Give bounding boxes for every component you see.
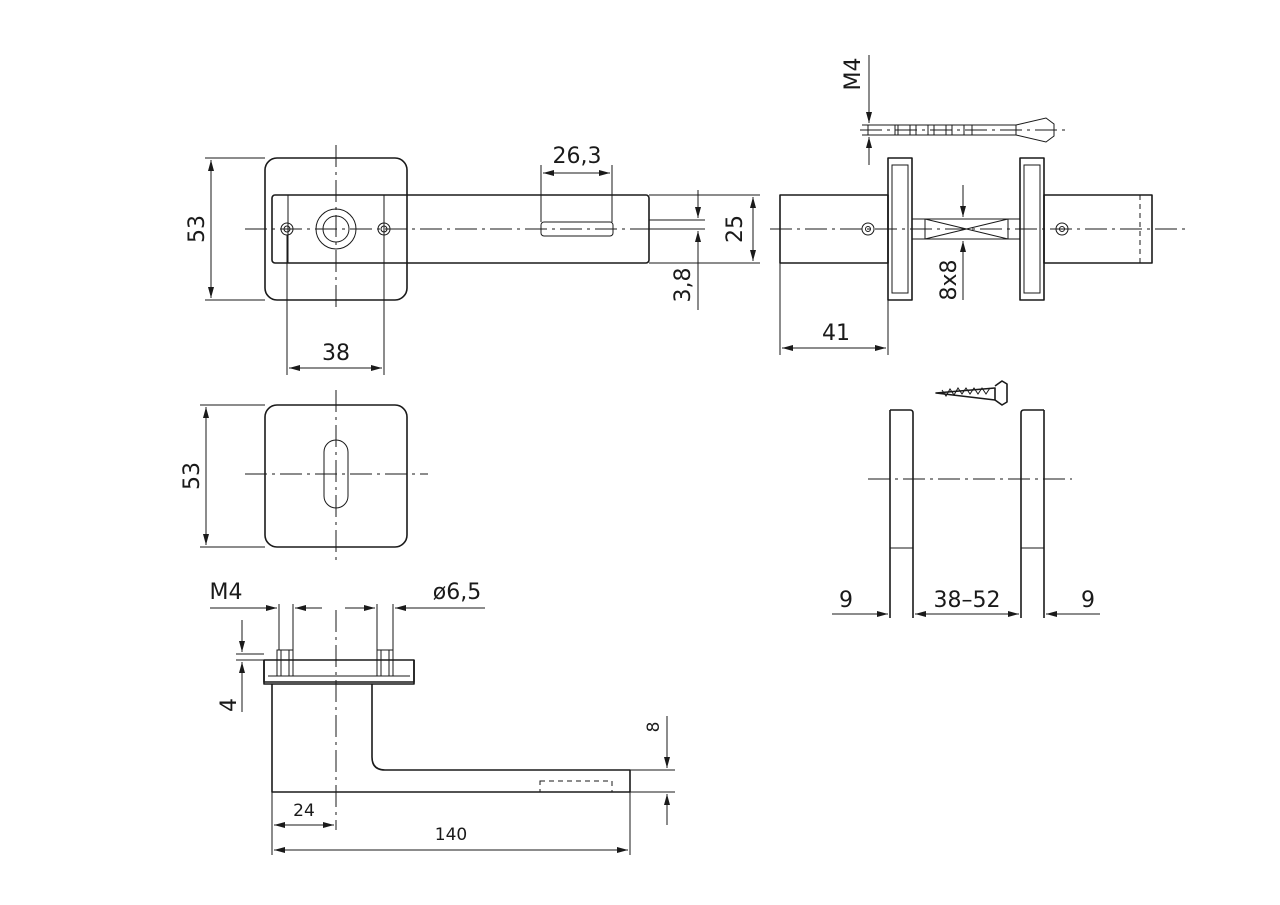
dim-lever-offset: 24 bbox=[293, 801, 315, 821]
dim-lever-height: 25 bbox=[723, 215, 748, 243]
dim-hole-spacing: 38 bbox=[322, 341, 350, 366]
dim-side-thread: M4 bbox=[841, 58, 866, 91]
machine-screw-icon: M4 bbox=[841, 55, 1070, 165]
dim-lever-thickness: 8 bbox=[644, 722, 664, 733]
front-view: 53 26,3 25 3,8 38 bbox=[185, 144, 760, 375]
dim-rose-height-top: 53 bbox=[185, 215, 210, 243]
lever-top-view: M4 ø6,5 4 8 24 140 bbox=[210, 580, 675, 855]
dim-rose-height-bottom: 53 bbox=[180, 462, 205, 490]
dim-offset: 3,8 bbox=[671, 268, 696, 303]
dim-door-range: 38–52 bbox=[934, 588, 1001, 613]
dim-lever-length: 140 bbox=[435, 825, 467, 845]
side-view: 8x8 41 bbox=[770, 157, 1190, 355]
key-rose-view: 53 bbox=[180, 390, 428, 560]
dim-door-left: 9 bbox=[839, 588, 853, 613]
dim-side-length: 41 bbox=[822, 321, 850, 346]
dim-spindle-size: 8x8 bbox=[937, 259, 962, 300]
door-thickness-view: 9 38–52 9 bbox=[832, 409, 1100, 618]
dim-hole-diameter: ø6,5 bbox=[433, 580, 481, 605]
wood-screw-icon bbox=[935, 380, 1008, 406]
dim-cutout-width: 26,3 bbox=[553, 144, 602, 169]
dim-plate-thickness: 4 bbox=[217, 698, 242, 712]
dim-door-right: 9 bbox=[1081, 588, 1095, 613]
dim-thread: M4 bbox=[210, 580, 243, 605]
